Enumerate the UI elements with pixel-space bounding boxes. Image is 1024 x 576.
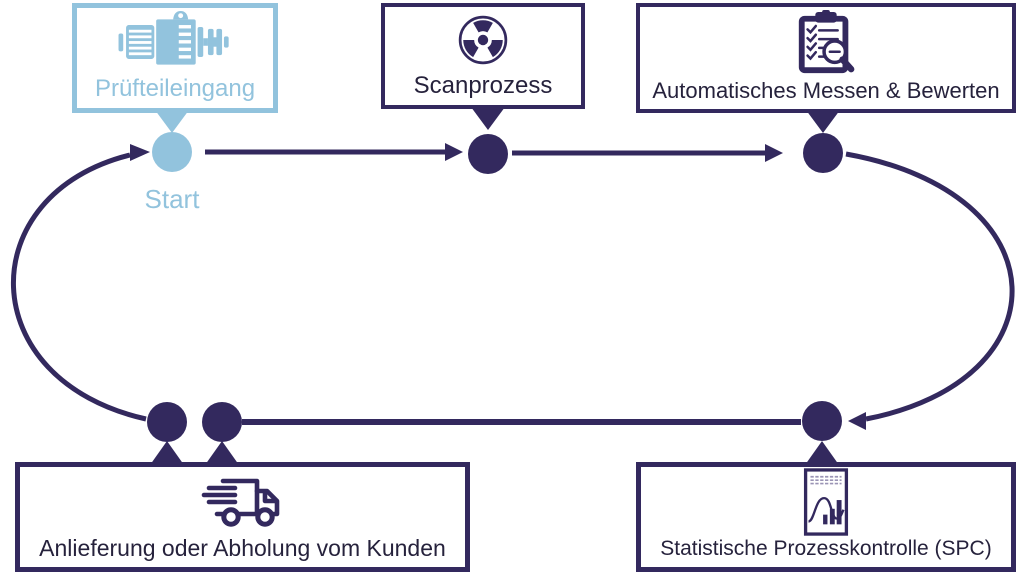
node-anlieferung-out-circle — [147, 402, 187, 442]
node-start-circle — [152, 132, 192, 172]
process-label-messen-bewerten: Automatisches Messen & Bewerten — [652, 77, 1000, 103]
process-label-pruefteileingang: Prüfteileingang — [94, 74, 256, 102]
process-box-pruefteileingang: Prüfteileingang — [72, 3, 278, 113]
edge-start-to-scan — [205, 143, 463, 161]
node-scanprozess-circle — [468, 134, 508, 174]
process-label-scanprozess: Scanprozess — [413, 71, 553, 99]
process-box-anlieferung: Anlieferung oder Abholung vom Kunden — [15, 462, 470, 572]
start-label: Start — [144, 184, 200, 214]
edge-scan-to-messen — [512, 144, 783, 162]
edge-return-to-start — [10, 144, 150, 422]
tail-spc — [805, 441, 839, 465]
edge-messen-to-spc — [845, 151, 1015, 430]
node-spc-circle — [802, 401, 842, 441]
node-messen-circle — [803, 133, 843, 173]
checklist-magnifier-icon — [793, 7, 859, 79]
process-label-spc: Statistische Prozesskontrolle (SPC) — [660, 536, 992, 560]
process-box-scanprozess: Scanprozess — [381, 3, 585, 109]
tail-pruefteileingang — [155, 110, 189, 133]
tail-anlieferung-right — [205, 441, 239, 465]
process-box-messen-bewerten: Automatisches Messen & Bewerten — [636, 3, 1016, 113]
node-anlieferung-in-circle — [202, 402, 242, 442]
tail-scanprozess — [471, 107, 505, 130]
radiation-icon — [457, 7, 509, 73]
process-box-spc: Statistische Prozesskontrolle (SPC) — [636, 462, 1016, 572]
process-label-anlieferung: Anlieferung oder Abholung vom Kunden — [39, 534, 446, 561]
tail-messen — [806, 110, 840, 133]
electric-motor-icon — [116, 8, 234, 76]
delivery-truck-icon — [201, 467, 285, 536]
spc-document-icon — [803, 467, 849, 538]
tail-anlieferung-left — [150, 441, 184, 465]
